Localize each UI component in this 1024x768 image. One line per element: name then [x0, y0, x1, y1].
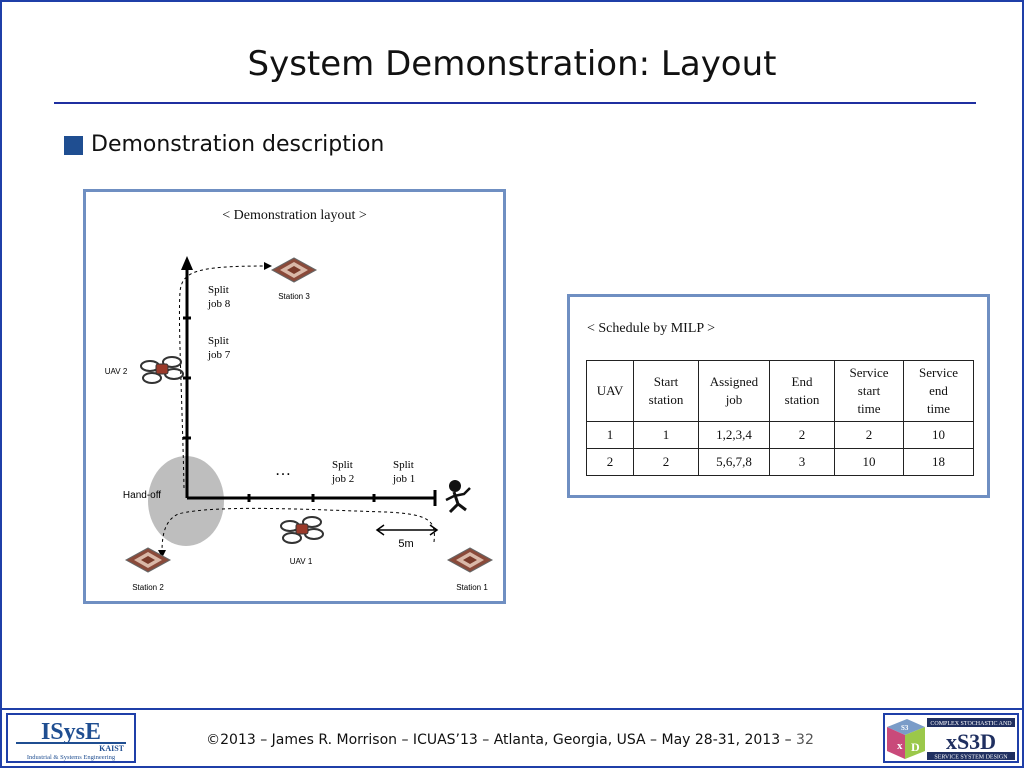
svg-text:Industrial & Systems Engineeri: Industrial & Systems Engineering: [27, 754, 116, 761]
split-job2-word: Split: [332, 459, 353, 471]
split-job7-word: Split: [208, 335, 229, 347]
xs3d-logo-icon: x D S3 COMPLEX STOCHASTIC AND xS3D SERVI…: [885, 715, 1017, 761]
footer-credit: ©2013 – James R. Morrison – ICUAS’13 – A…: [206, 732, 792, 748]
station-2-label: Station 2: [132, 583, 164, 592]
header-start-station: Start station: [633, 360, 699, 422]
header-end-station: End station: [769, 360, 835, 422]
xs3d-logo: x D S3 COMPLEX STOCHASTIC AND xS3D SERVI…: [883, 713, 1019, 763]
layout-panel: < Demonstration layout >: [83, 189, 506, 604]
cell-end-station: 2: [769, 421, 835, 449]
y-axis-ticks: [183, 316, 191, 440]
y-axis-arrow-icon: [181, 256, 193, 270]
station-2-pad-icon: [124, 547, 172, 573]
schedule-table: UAV Start station Assigned job End stati…: [586, 360, 974, 476]
station-3-pad-icon: [270, 257, 318, 283]
cell-start-station: 2: [633, 448, 699, 476]
schedule-header-row: UAV Start station Assigned job End stati…: [586, 360, 974, 422]
scale-left-arrow-icon: [375, 524, 385, 536]
x-axis-ticks: [247, 494, 376, 502]
handoff-label: Hand-off: [123, 490, 161, 501]
cell-service-end-time: 10: [903, 421, 974, 449]
bullet-text: Demonstration description: [91, 132, 385, 157]
uav1-path-arrow-icon: [158, 550, 166, 558]
uav-1-label: UAV 1: [290, 557, 313, 566]
header-service-start-time: Service start time: [834, 360, 904, 422]
svg-text:KAIST: KAIST: [99, 744, 125, 753]
cell-service-start-time: 10: [834, 448, 904, 476]
svg-text:x: x: [897, 740, 903, 752]
page-title: System Demonstration: Layout: [247, 44, 777, 84]
station-1-label: Station 1: [456, 583, 488, 592]
uav2-path: [178, 265, 267, 489]
uav-1-drone-icon: [280, 516, 324, 544]
title-underline: [54, 102, 976, 104]
cell-start-station: 1: [633, 421, 699, 449]
isyse-kaist-logo: ISysE KAIST Industrial & Systems Enginee…: [6, 713, 136, 763]
cell-uav: 1: [586, 421, 634, 449]
split-job1-word: Split: [393, 459, 414, 471]
header-assigned-job: Assigned job: [698, 360, 770, 422]
split-job1-label: job 1: [392, 473, 415, 485]
running-person-icon: [445, 480, 471, 514]
split-job2-label: job 2: [331, 473, 354, 485]
page-number: 32: [796, 732, 814, 748]
header-uav: UAV: [586, 360, 634, 422]
table-row: 1 1 1,2,3,4 2 2 10: [586, 421, 974, 449]
footer-text: ©2013 – James R. Morrison – ICUAS’13 – A…: [140, 732, 880, 748]
svg-text:S3: S3: [901, 724, 909, 732]
layout-caption: < Demonstration layout >: [222, 208, 367, 223]
cell-end-station: 3: [769, 448, 835, 476]
cell-service-end-time: 18: [903, 448, 974, 476]
svg-text:D: D: [911, 740, 920, 754]
uav-2-drone-icon: [140, 356, 184, 384]
scale-right-arrow-icon: [429, 524, 439, 536]
ellipsis-label: …: [275, 462, 291, 479]
uav1-path: [161, 507, 435, 553]
table-row: 2 2 5,6,7,8 3 10 18: [586, 448, 974, 476]
svg-text:xS3D: xS3D: [946, 729, 996, 754]
station-3-label: Station 3: [278, 292, 310, 301]
footer-rule: [0, 708, 1024, 710]
split-job8-word: Split: [208, 284, 229, 296]
handoff-zone: [148, 456, 224, 546]
split-job7-label: job 7: [207, 349, 231, 361]
scale-label: 5m: [398, 538, 413, 550]
header-service-end-time: Service end time: [903, 360, 974, 422]
station-1-pad-icon: [446, 547, 494, 573]
cell-assigned-job: 5,6,7,8: [698, 448, 770, 476]
split-job8-label: job 8: [207, 298, 231, 310]
bullet-square-icon: [64, 136, 83, 155]
svg-text:ISysE: ISysE: [41, 719, 101, 745]
svg-text:COMPLEX STOCHASTIC AND: COMPLEX STOCHASTIC AND: [930, 721, 1012, 727]
cell-assigned-job: 1,2,3,4: [698, 421, 770, 449]
cell-service-start-time: 2: [834, 421, 904, 449]
isyse-logo-icon: ISysE KAIST Industrial & Systems Enginee…: [8, 715, 134, 761]
schedule-panel: < Schedule by MILP > UAV Start station A…: [567, 294, 990, 498]
schedule-caption: < Schedule by MILP >: [587, 321, 716, 336]
layout-diagram: Station 3 Station 2 Station 1 UAV 2 UAV …: [105, 256, 494, 592]
cell-uav: 2: [586, 448, 634, 476]
svg-text:SERVICE SYSTEM DESIGN: SERVICE SYSTEM DESIGN: [934, 755, 1008, 761]
uav2-path-arrow-icon: [264, 262, 272, 270]
uav-2-label: UAV 2: [105, 367, 128, 376]
